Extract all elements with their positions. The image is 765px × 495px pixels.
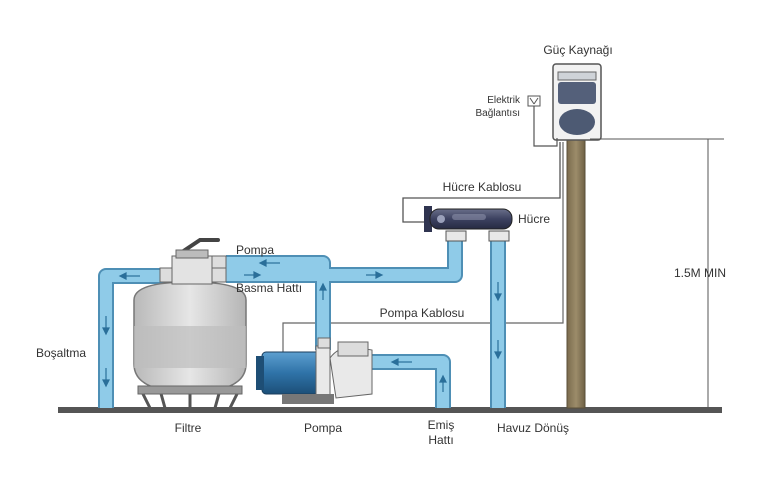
ground-line: [58, 407, 722, 413]
power-supply-label: Güç Kaynağı: [543, 43, 612, 57]
pipe-network: [98, 240, 506, 408]
pump-cable: [282, 142, 564, 352]
suction-line-label-2: Hattı: [428, 433, 453, 447]
electrical-box-icon: [527, 95, 558, 147]
electrical-connection-label-1: Elektrik: [487, 95, 521, 106]
electrical-connection-label-2: Bağlantısı: [476, 108, 520, 119]
pool-return-label: Havuz Dönüş: [497, 421, 569, 435]
drain-label: Boşaltma: [36, 346, 86, 360]
chlorinator-cell: [424, 206, 513, 232]
power-supply-unit: [552, 63, 602, 141]
discharge-line-label: Basma Hattı: [236, 281, 302, 295]
filter-label: Filtre: [175, 421, 202, 435]
cell-cable: [402, 142, 561, 223]
pump-label: Pompa: [304, 421, 342, 435]
pump-top-label: Pompa: [236, 243, 274, 257]
pump-unit: [256, 337, 373, 404]
height-dimension: [590, 138, 724, 407]
cell-fittings: [445, 230, 510, 242]
cell-cable-label: Hücre Kablosu: [443, 180, 522, 194]
filter-tank: [133, 238, 247, 409]
arrow-icon: [102, 259, 502, 392]
cell-label: Hücre: [518, 212, 550, 226]
pump-cable-label: Pompa Kablosu: [380, 306, 465, 320]
min-height-label: 1.5M MIN: [674, 266, 726, 280]
mounting-post: [566, 137, 586, 409]
suction-line-label-1: Emiş: [428, 418, 455, 432]
